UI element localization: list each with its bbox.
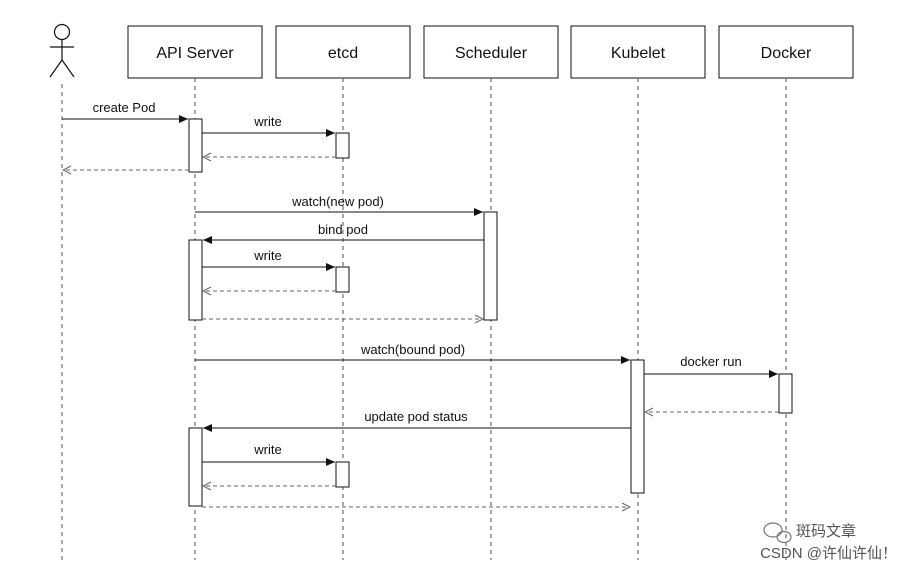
watermark-credit: CSDN @许仙许仙！ [760,545,897,562]
participant-scheduler: Scheduler [423,25,559,79]
etcd-activation [335,461,350,488]
watermark: 斑码文章 CSDN @许仙许仙！ [760,522,897,562]
participant-box [718,25,854,79]
participant-etcd: etcd [275,25,411,79]
participant-box [423,25,559,79]
participant-label: Kubelet [611,45,666,62]
api-server-activation [188,239,203,321]
participant-box [570,25,706,79]
docker-activation [778,373,793,414]
actor-right-leg [61,59,75,78]
etcd-activation [335,266,350,293]
message-label: update pod status [364,409,468,424]
watermark-brand: 斑码文章 [796,522,856,540]
scheduler-activation [483,211,498,321]
message-label: write [253,442,281,457]
api-server-activation [188,427,203,507]
kubelet-activation [630,359,645,494]
wechat-icon [763,522,792,544]
participant-api-server: API Server [127,25,263,79]
message-label: write [253,114,281,129]
api-server-activation [188,118,203,173]
participant-label: Scheduler [455,45,528,62]
participant-label: Docker [761,45,812,62]
etcd-activation [335,132,350,159]
participant-label: etcd [328,45,358,62]
participant-box [127,25,263,79]
participant-box [275,25,411,79]
message-label: watch(bound pod) [360,342,465,357]
message-label: create Pod [93,100,156,115]
user-actor [49,23,75,78]
message-label: bind pod [318,222,368,237]
participant-label: API Server [156,45,234,62]
participant-docker: Docker [718,25,854,79]
actor-head-icon [53,23,71,41]
message-label: docker run [680,354,741,369]
participant-kubelet: Kubelet [570,25,706,79]
message-label: watch(new pod) [291,194,384,209]
actor-left-leg [49,59,63,78]
message-label: write [253,248,281,263]
